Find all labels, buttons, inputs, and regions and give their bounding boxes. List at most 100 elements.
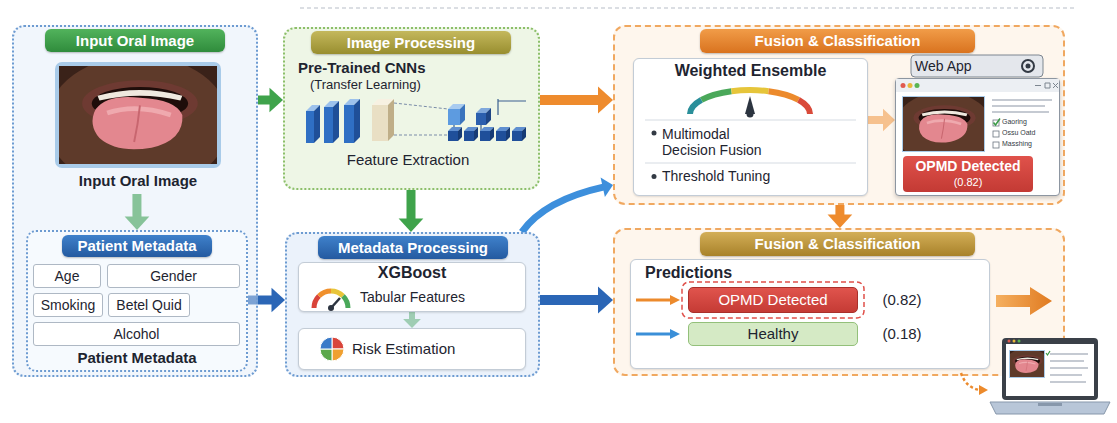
- web-app-chrome-part: [993, 142, 999, 148]
- header-pill: Metadata Processing: [318, 236, 508, 259]
- flow-arrow: [258, 88, 283, 113]
- bullet-text: Threshold Tuning: [662, 167, 842, 186]
- flow-arrow: [828, 205, 853, 228]
- output-arrow: [996, 286, 1054, 316]
- score-text: (0.82): [872, 290, 932, 310]
- gauge-icon-part: [343, 296, 348, 308]
- title-text: Pre-Trained CNNs: [298, 58, 498, 77]
- pointer-arrow: [634, 326, 682, 342]
- ensemble-gauge-part: [731, 90, 768, 91]
- ensemble-box: Weighted EnsembleMultimodal Decision Fus…: [633, 58, 868, 196]
- header-pill: Fusion & Classification: [700, 29, 975, 53]
- prediction-pill: OPMD Detected: [688, 287, 858, 313]
- field-text: Age: [34, 265, 100, 287]
- ensemble-gauge-part: [690, 100, 701, 114]
- pointer-arrow-part: [670, 329, 680, 339]
- checklist-text: Gaoring: [1002, 117, 1057, 127]
- field-text: Smoking: [34, 294, 102, 316]
- cnn-illustration-part: [512, 131, 522, 141]
- checklist-text: Masshing: [1002, 139, 1057, 149]
- body-text: Risk Estimation: [352, 339, 517, 359]
- web-app-chrome-part: [896, 79, 1059, 92]
- arrow-shaft: [522, 187, 604, 232]
- cnn-illustration-part: [394, 103, 448, 109]
- cnn-illustration-part: [490, 127, 494, 141]
- score-text: (0.82): [903, 174, 1033, 190]
- dotted-arrow: [958, 370, 990, 396]
- tab-text: Web App: [915, 56, 1015, 76]
- pointer-arrow: [634, 292, 682, 308]
- ensemble-gauge-part: [652, 131, 657, 136]
- fusion-panel: Fusion & Classification Weighted Ensembl…: [613, 25, 1065, 205]
- web-app-chrome-part: [993, 131, 999, 137]
- laptop-icon-part: [1038, 403, 1062, 406]
- ensemble-gauge-part: [645, 120, 856, 121]
- pie-icon-part: [320, 349, 332, 361]
- pointer-arrow-part: [636, 333, 672, 336]
- cnn-illustration-part: [354, 99, 360, 143]
- oral-photo-part: [46, 55, 229, 190]
- cnn-illustration-part: [314, 105, 320, 143]
- header-pill: Input Oral Image: [45, 29, 225, 52]
- cnn-illustration-part: [448, 131, 458, 141]
- flow-arrow: [540, 286, 613, 313]
- score-text: (0.18): [872, 324, 932, 344]
- header-pill: Image Processing: [311, 31, 511, 54]
- arrow-head: [271, 288, 285, 313]
- arrow-shaft: [540, 295, 600, 305]
- highlight-outline-part: [682, 282, 864, 318]
- input-panel: Input Oral Image Input Oral ImagePatient…: [12, 25, 258, 377]
- dotted-arrow-part: [961, 373, 980, 390]
- field-cell: Age: [33, 264, 101, 288]
- web-app-chrome-part: [911, 55, 1043, 77]
- ensemble-gauge-part: [701, 91, 731, 100]
- pie-icon: [318, 335, 346, 363]
- arrow-shaft: [406, 190, 415, 221]
- cnn-illustration: [298, 95, 534, 148]
- subtitle-text: (Transfer Learning): [310, 76, 480, 94]
- header-pill: Fusion & Classification: [700, 232, 975, 256]
- flow-arrow: [399, 190, 424, 232]
- gauge-icon-part: [331, 291, 343, 296]
- caption-text: Patient Metadata: [26, 348, 248, 368]
- gauge-icon-part: [319, 291, 331, 296]
- web-app-chrome-part: [894, 92, 993, 165]
- laptop-icon-part: [1013, 340, 1016, 343]
- arrow-shaft: [540, 95, 600, 105]
- ensemble-gauge-part: [769, 91, 799, 100]
- web-app-chrome-part: [908, 83, 913, 88]
- pie-icon-part: [320, 337, 332, 349]
- field-text: Gender: [108, 265, 239, 287]
- output-box: Risk Estimation: [298, 328, 526, 370]
- caption-text: Input Oral Image: [50, 170, 226, 192]
- caption-text: Feature Extraction: [318, 150, 498, 170]
- web-app-chrome-part: [992, 105, 1045, 107]
- pie-icon-part: [332, 337, 344, 349]
- title-text: Predictions: [645, 263, 775, 284]
- model-box: XGBoostTabular Features: [298, 262, 526, 312]
- cnn-illustration-part: [454, 99, 526, 131]
- cnn-illustration-part: [464, 131, 474, 141]
- flow-arrow: [540, 87, 613, 114]
- arrow-head: [269, 88, 283, 113]
- field-cell: Alcohol: [33, 322, 240, 346]
- result-text: OPMD Detected: [903, 157, 1033, 175]
- arrow-head: [828, 215, 853, 229]
- laptop-icon-part: [1018, 340, 1021, 343]
- cnn-illustration-part: [372, 105, 388, 141]
- body-text: Tabular Features: [360, 287, 520, 307]
- field-text: Betel Quid: [109, 294, 189, 316]
- laptop-icon-part: [1002, 338, 1098, 400]
- cnn-illustration-part: [394, 135, 448, 136]
- cnn-illustration-part: [388, 99, 394, 141]
- gauge-icon-part: [328, 305, 334, 311]
- prediction-pill: Healthy: [688, 322, 858, 346]
- header-pill: Patient Metadata: [62, 235, 212, 257]
- image-card: Input Oral Image: [50, 60, 226, 194]
- app-window: Web AppOPMD Detected(0.82): [895, 78, 1060, 196]
- gauge-icon: [308, 286, 354, 312]
- cnn-illustration-part: [486, 108, 491, 125]
- bullet-text: Multimodal Decision Fusion: [662, 124, 780, 160]
- cnn-illustration-part: [344, 105, 354, 143]
